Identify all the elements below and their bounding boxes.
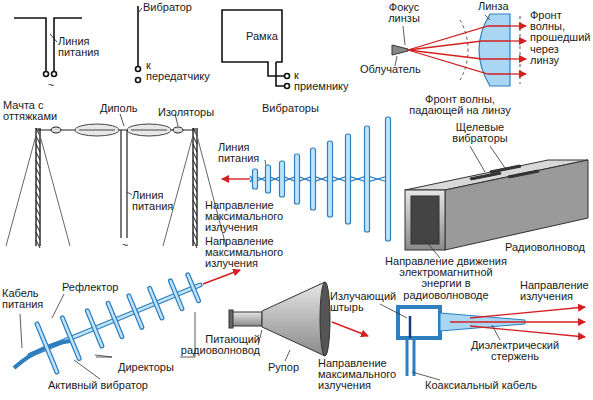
- part-label: Линия питания: [132, 190, 182, 212]
- yagi-element: [87, 311, 101, 346]
- part-label: ~: [122, 240, 128, 251]
- yagi-element: [37, 324, 57, 372]
- yagi-element: [188, 275, 199, 301]
- vibrator-bar: [386, 117, 391, 241]
- vibrator-bar: [346, 134, 351, 224]
- mast-dipole: [6, 114, 226, 248]
- yagi-element: [108, 303, 122, 336]
- part-label: ~: [48, 80, 54, 91]
- part-label: Директоры: [118, 362, 174, 373]
- yagi-element: [37, 324, 57, 372]
- part-label: Линза: [478, 1, 509, 12]
- vibrator-bar: [311, 148, 316, 210]
- yagi-element: [150, 288, 162, 318]
- part-label: Щелевые вибраторы: [440, 122, 520, 144]
- part-label: Изоляторы: [158, 107, 214, 118]
- part-label: Направление максимального излучения: [318, 358, 413, 392]
- part-label: Направление движения электромагнитной эн…: [380, 256, 512, 301]
- part-label: Кабель питания: [2, 288, 52, 310]
- part-label: Линия питания: [58, 36, 110, 58]
- yagi-element: [87, 311, 101, 346]
- part-label: Направление максимального излучения: [205, 200, 285, 234]
- yagi-element: [62, 318, 79, 359]
- vibrator-bar: [365, 126, 370, 232]
- vibrator-bar: [328, 141, 333, 217]
- part-label: Рамка: [246, 31, 278, 42]
- part-label: Фокус линзы: [380, 2, 428, 24]
- vibrator-bar: [253, 169, 258, 189]
- part-label: Радиоволновод: [505, 242, 585, 253]
- yagi-element: [170, 281, 181, 309]
- part-label: Фронт волны, прошедший через линзу: [530, 10, 590, 66]
- vibrator-bar: [280, 161, 285, 197]
- part-label: Коаксиальный кабель: [425, 380, 537, 391]
- yagi-element: [129, 296, 142, 327]
- yagi-element: [129, 296, 142, 327]
- yagi-element: [188, 275, 199, 301]
- slotted-waveguide: [405, 146, 588, 258]
- part-label: Диполь: [100, 103, 138, 114]
- monopole: [136, 6, 143, 83]
- part-label: Вибратор: [143, 2, 192, 13]
- yagi-element: [150, 288, 162, 318]
- part-label: Линия питания: [218, 142, 268, 164]
- part-label: к приемнику: [294, 70, 349, 92]
- part-label: Рефлектор: [62, 282, 118, 293]
- part-label: Облучатель: [360, 64, 421, 75]
- dielectric-rod-antenna: [380, 304, 585, 380]
- yagi-element: [108, 303, 122, 336]
- part-label: Направление максимального излучения: [205, 236, 305, 270]
- part-label: Направление излучения: [520, 280, 590, 302]
- part-label: Излучающий штырь: [330, 291, 430, 313]
- yagi-element: [62, 318, 79, 359]
- yagi-antenna: [14, 270, 240, 379]
- part-label: Мачта с оттяжками: [3, 100, 65, 122]
- part-label: Питающий радиоволновод: [180, 334, 260, 356]
- lens-antenna: [392, 14, 526, 86]
- part-label: Рупор: [268, 362, 299, 373]
- yagi-element: [170, 281, 181, 309]
- part-label: Диэлектрический стержень: [460, 340, 570, 362]
- part-label: Вибраторы: [262, 103, 319, 114]
- loop-antenna: [222, 10, 290, 89]
- vibrator-bar: [295, 154, 300, 204]
- part-label: Активный вибратор: [48, 380, 148, 391]
- part-label: Фронт волны, падающей на линзу: [400, 94, 520, 116]
- vibrator-bar: [266, 165, 271, 193]
- part-label: к передатчику: [146, 60, 208, 82]
